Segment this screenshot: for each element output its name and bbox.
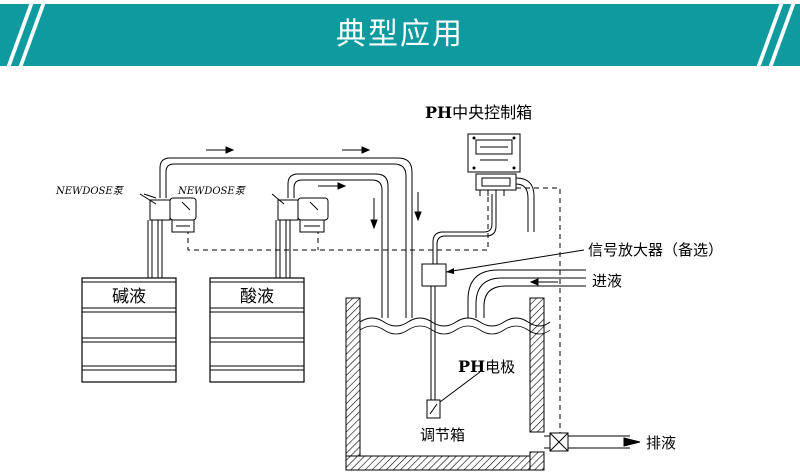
ph-electrode (426, 371, 481, 419)
pump-label-left: NEWDOSE泵 (55, 186, 125, 197)
adjustment-tank (345, 297, 551, 471)
outlet-label: 排液 (646, 434, 676, 452)
tank-label: 调节箱 (420, 426, 465, 444)
controller-title-bold: PH (425, 103, 452, 122)
signal-amplifier (421, 249, 585, 287)
header-banner: 典型应用 (0, 0, 800, 78)
electrode-label-bold: PH (458, 357, 485, 376)
dosing-pipes (147, 157, 630, 449)
ph-controller-box (467, 133, 521, 196)
barrel-alkali (81, 277, 177, 383)
amplifier-label: 信号放大器（备选） (588, 241, 723, 259)
electrode-label-rest: 电极 (485, 358, 515, 376)
controller-title: PH中央控制箱 (425, 103, 532, 122)
barrel-acid (209, 277, 305, 383)
inlet-label: 进液 (592, 272, 622, 290)
header-bar (0, 4, 800, 66)
flow-arrows (206, 146, 641, 447)
barrel-alkali-label: 碱液 (112, 287, 146, 307)
newdose-pump-left (139, 193, 197, 233)
electrode-label: PH电极 (458, 357, 515, 376)
outlet-valve (549, 432, 569, 452)
controller-title-rest: 中央控制箱 (452, 103, 532, 122)
pump-label-right: NEWDOSE泵 (177, 186, 247, 197)
barrel-acid-label: 酸液 (240, 287, 274, 307)
newdose-pump-right (271, 193, 329, 233)
page-title: 典型应用 (336, 17, 464, 52)
